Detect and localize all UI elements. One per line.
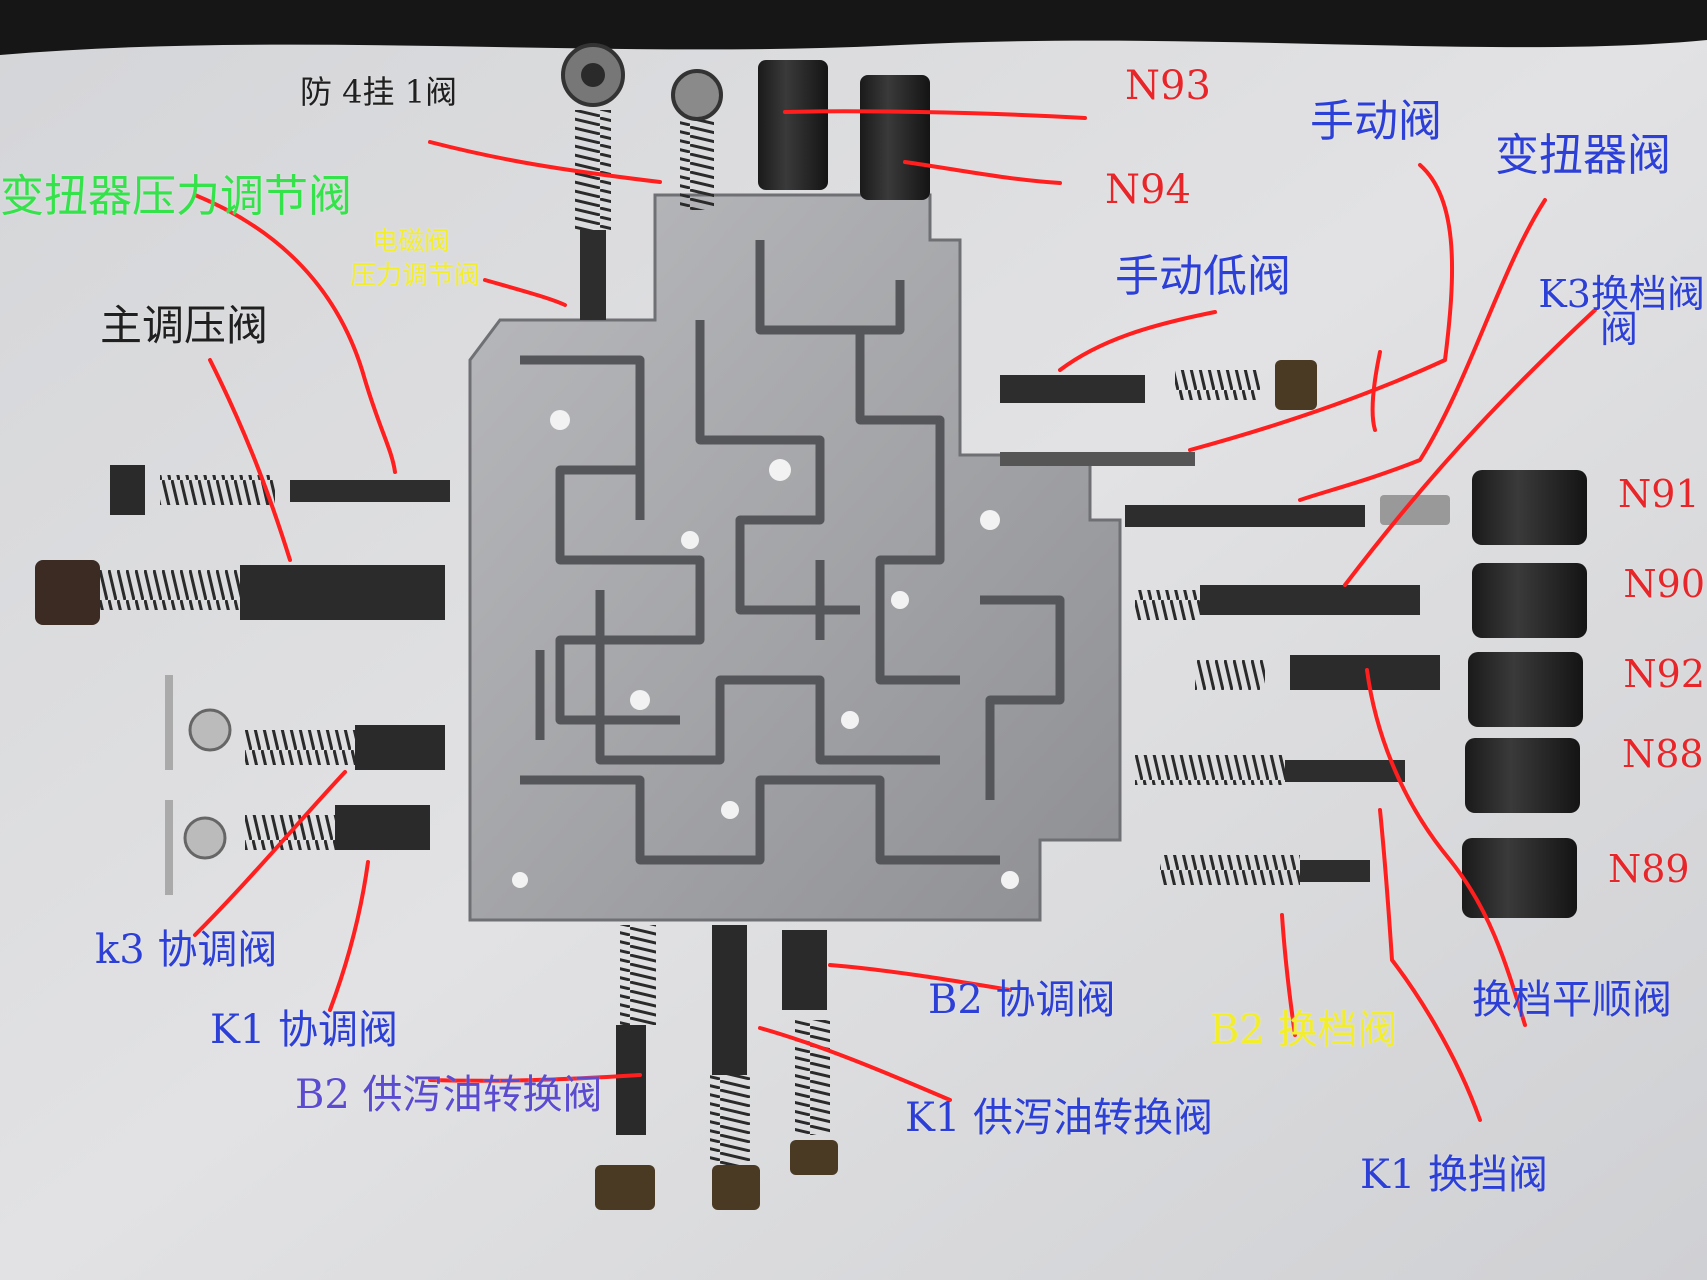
label-manual-low-valve: 手动低阀: [1115, 251, 1291, 302]
label-n88: N88: [1622, 732, 1704, 776]
label-torque-converter-valve: 变扭器阀: [1495, 130, 1671, 181]
label-n91: N91: [1618, 472, 1700, 516]
right-parts: [1000, 360, 1587, 918]
line-k1-shift: [1378, 808, 1482, 1122]
label-shift-smoothing-valve: 换档平顺阀: [1472, 977, 1672, 1023]
label-solenoid-pressure-2: 压力调节阀: [350, 261, 481, 291]
dark-top-edge: [0, 0, 1707, 55]
bottom-parts: [595, 925, 838, 1210]
line-b2-supply-drain: [428, 1073, 642, 1083]
label-main-regulator-valve: 主调压阀: [100, 301, 269, 350]
label-solenoid-pressure-1: 电磁阀: [372, 227, 451, 257]
label-k1-supply-drain-valve: K1 供泻油转换阀: [905, 1095, 1214, 1141]
line-k1-coord: [328, 860, 370, 1012]
label-k3-coordination-valve: k3 协调阀: [95, 927, 278, 973]
label-k1-coordination-valve: K1 协调阀: [210, 1007, 399, 1053]
line-tc-pressure: [193, 193, 397, 474]
label-k1-shift-valve: K1 换挡阀: [1360, 1152, 1549, 1198]
label-k3-shift-valve-2: 阀: [1600, 307, 1639, 351]
callout-lines: [193, 109, 1597, 1122]
line-fang-4-gua-1: [428, 140, 662, 184]
label-n92: N92: [1623, 652, 1705, 696]
label-b2-shift-valve: B2 换档阀: [1210, 1007, 1398, 1053]
label-manual-valve: 手动阀: [1310, 96, 1442, 147]
valve-body-plate: [468, 193, 1122, 922]
top-parts: [561, 43, 930, 320]
line-torque-converter: [1298, 198, 1547, 502]
line-k3-coord: [193, 770, 347, 937]
line-manual-low: [1058, 310, 1217, 372]
label-tc-pressure-valve: 变扭器压力调节阀: [0, 171, 352, 222]
line-solenoid-pressure: [483, 278, 567, 307]
line-k3-shift: [1343, 308, 1597, 587]
label-k3-shift-valve-1: K3换档阀: [1538, 272, 1705, 316]
line-shift-smooth: [1365, 668, 1527, 1027]
label-n94: N94: [1105, 167, 1191, 213]
label-fang-4-gua-1-valve: 防 4挂 1阀: [300, 73, 458, 111]
label-n93: N93: [1125, 63, 1211, 109]
line-main-regulator: [208, 358, 292, 562]
label-b2-coordination-valve: B2 协调阀: [928, 977, 1116, 1023]
label-n89: N89: [1608, 847, 1690, 891]
line-n93: [783, 109, 1087, 120]
line-b2-shift: [1280, 913, 1297, 1037]
label-b2-supply-drain-valve: B2 供泻油转换阀: [295, 1072, 603, 1118]
line-manual-tick: [1370, 350, 1382, 432]
line-b2-coord: [828, 963, 1012, 992]
label-n90: N90: [1623, 562, 1705, 606]
line-n94: [903, 160, 1062, 185]
line-manual: [1188, 163, 1455, 452]
line-k1-supply-drain: [758, 1026, 952, 1102]
